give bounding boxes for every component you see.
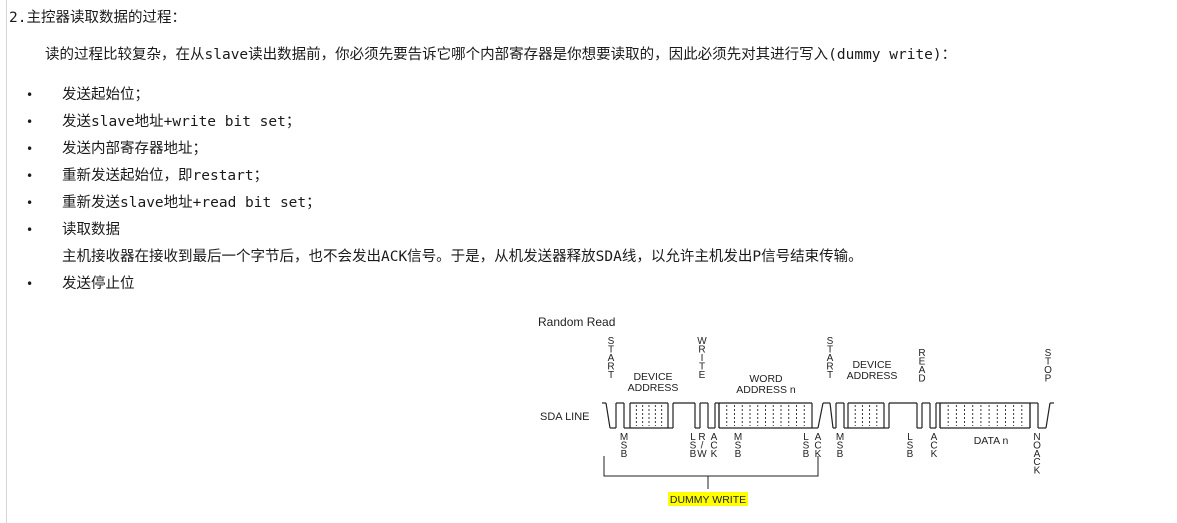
waveform-segment [817,402,824,429]
bullet-icon: • [26,88,34,102]
left-border-line [6,0,7,523]
step-text: 发送内部寄存器地址； [62,141,207,157]
step-text: 发送起始位； [62,87,149,103]
data-n-label: DATA n [974,435,1009,447]
waveform-segment [1045,402,1051,429]
step-text: 重新发送slave地址+read bit set； [62,195,321,211]
bullet-icon: • [26,115,34,129]
step-text: 发送slave地址+write bit set； [62,114,301,130]
section-heading: 2.主控器读取数据的过程： [9,10,186,26]
bullet-icon: • [26,142,34,156]
sda-waveform [602,402,1054,429]
bullet-icon: • [26,223,34,237]
waveform-segment [605,402,611,429]
word-address-label-b: ADDRESS n [736,384,796,396]
diagram-title: Random Read [538,315,615,329]
step-text: 重新发送起始位，即restart； [62,168,269,184]
dummy-write-bracket [603,456,819,489]
random-read-timing-diagram: Random Read SDA LINE DEVICE ADDRESS WORD… [538,315,1054,506]
bullet-icon: • [26,277,34,291]
word-address-label: WORD [749,373,783,385]
device-address-label-2b: ADDRESS [847,370,898,382]
step-note: 主机接收器在接收到最后一个字节后，也不会发出ACK信号。于是，从机发送器释放SD… [62,249,863,265]
rw-label: R/W [697,432,707,460]
device-address-label-1: DEVICE [633,371,672,383]
step-text: 读取数据 [62,222,120,238]
device-address-label-1b: ADDRESS [628,382,679,394]
bullet-icon: • [26,196,34,210]
intro-paragraph: 读的过程比较复杂，在从slave读出数据前，你必须先要告诉它哪个内部寄存器是你想… [45,47,957,63]
waveform-segment [829,402,834,429]
device-address-label-2: DEVICE [852,359,891,371]
sda-line-label: SDA LINE [540,411,590,423]
dummy-write-highlight [668,492,748,506]
step-text: 发送停止位 [62,276,135,292]
bullet-icon: • [26,169,34,183]
dummy-write-label: DUMMY WRITE [670,494,746,506]
